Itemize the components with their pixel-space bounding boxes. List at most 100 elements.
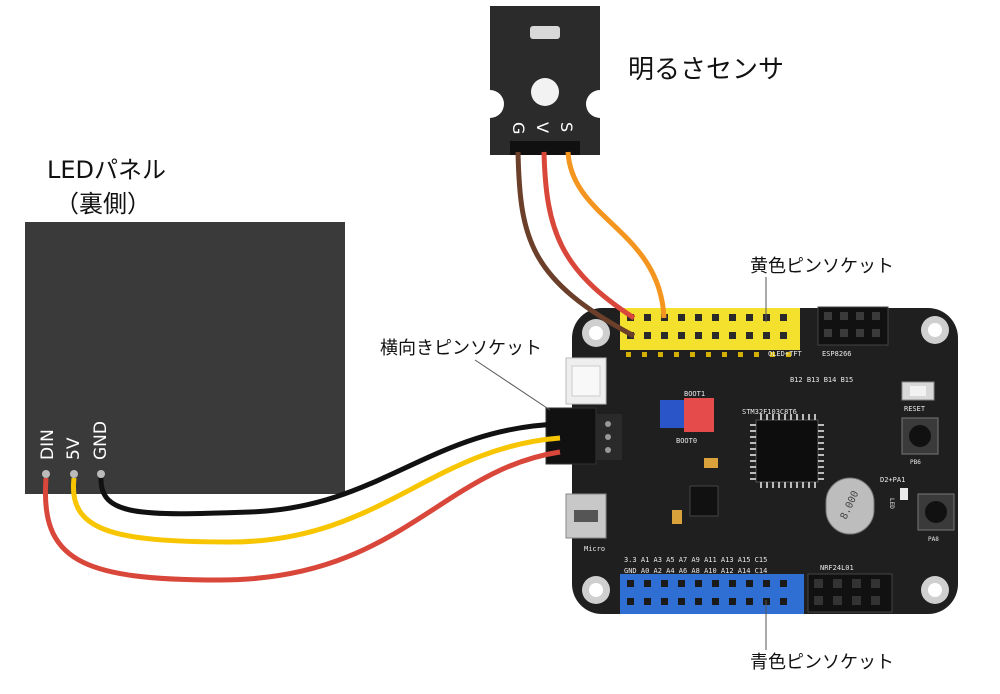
chip-pin xyxy=(750,466,756,468)
led-pin-din-label: DIN xyxy=(38,429,58,460)
socket-hole xyxy=(644,580,651,587)
nrf-socket-holes xyxy=(814,579,880,605)
socket-hole xyxy=(678,332,685,339)
crystal xyxy=(825,477,875,535)
chip-pin xyxy=(778,482,780,488)
wire-gnd-black xyxy=(98,421,561,517)
socket-hole xyxy=(780,598,787,605)
pa8-label: PA8 xyxy=(928,536,939,543)
socket-hole xyxy=(872,329,880,337)
socket-hole xyxy=(840,329,848,337)
micro-label: Micro xyxy=(584,545,605,553)
chip-pin xyxy=(814,414,816,420)
socket-hole xyxy=(833,579,842,588)
chip-pin xyxy=(802,482,804,488)
boot-jumper-red xyxy=(684,398,714,432)
sensor-pin-g-label: G xyxy=(509,122,528,134)
chip-pin xyxy=(808,482,810,488)
chip-pin xyxy=(818,442,824,444)
label-side-socket: 横向きピンソケット xyxy=(380,338,542,359)
socket-hole xyxy=(746,580,753,587)
nrf-label: NRF24L01 xyxy=(820,564,854,572)
chip-pin xyxy=(796,482,798,488)
socket-hole xyxy=(856,312,864,320)
chip-pin xyxy=(790,414,792,420)
socket-hole xyxy=(678,598,685,605)
boot0-label: BOOT0 xyxy=(676,437,697,445)
sensor-pin-s-label: S xyxy=(557,122,576,132)
socket-hole xyxy=(824,312,832,320)
socket-hole xyxy=(729,598,736,605)
socket-hole xyxy=(695,580,702,587)
socket-hole xyxy=(644,598,651,605)
chip-label: STM32F103C8T6 xyxy=(742,408,797,416)
socket-hole xyxy=(833,596,842,605)
chip-pin xyxy=(750,436,756,438)
male-pin-row xyxy=(626,352,791,357)
chip-pin xyxy=(750,424,756,426)
chip-pin xyxy=(814,482,816,488)
socket-hole xyxy=(690,352,695,357)
chip-pin xyxy=(818,466,824,468)
chip-pin xyxy=(750,442,756,444)
socket-hole xyxy=(722,352,727,357)
socket-hole xyxy=(678,580,685,587)
chip-pin xyxy=(750,460,756,462)
label-yellow-socket: 黄色ピンソケット xyxy=(750,256,894,277)
chip-pin xyxy=(750,448,756,450)
socket-hole xyxy=(712,332,719,339)
top-row-label: B12 B13 B14 B15 xyxy=(790,376,853,384)
label-sensor: 明るさセンサ xyxy=(628,55,784,85)
socket-hole xyxy=(780,580,787,587)
chip-pin xyxy=(818,460,824,462)
bottom-row1-label: 3.3 A1 A3 A5 A7 A9 A11 A13 A15 C15 xyxy=(624,556,767,564)
socket-hole xyxy=(658,352,663,357)
chip-pin xyxy=(772,414,774,420)
wire-s-orange xyxy=(565,151,667,319)
socket-hole xyxy=(729,314,736,321)
socket-hole xyxy=(871,596,880,605)
chip-pin xyxy=(818,454,824,456)
wire-din-red xyxy=(42,449,561,583)
sensor-pin-header xyxy=(510,141,580,155)
chip-pin xyxy=(808,414,810,420)
socket-hole xyxy=(814,596,823,605)
socket-hole xyxy=(661,580,668,587)
sensor-pin-v-label: V xyxy=(533,122,552,133)
voltage-regulator xyxy=(689,485,719,517)
socket-hole xyxy=(746,598,753,605)
chip-pin xyxy=(766,414,768,420)
socket-hole xyxy=(780,332,787,339)
esp8266-label: ESP8266 xyxy=(822,350,852,358)
socket-hole xyxy=(642,352,647,357)
chip-pin xyxy=(784,414,786,420)
chip-pin xyxy=(818,448,824,450)
led-pin-5v-label: 5V xyxy=(64,437,84,460)
pb6-label: PB6 xyxy=(910,459,921,466)
socket-hole xyxy=(627,580,634,587)
socket-hole xyxy=(695,314,702,321)
chip-pins xyxy=(750,414,824,488)
bottom-row2-label: GND A0 A2 A4 A6 A8 A10 A12 A14 C14 xyxy=(624,567,767,575)
chip-pin xyxy=(750,472,756,474)
socket-hole xyxy=(712,598,719,605)
socket-hole xyxy=(746,332,753,339)
socket-hole xyxy=(754,352,759,357)
chip-pin xyxy=(772,482,774,488)
socket-hole xyxy=(729,332,736,339)
socket-hole xyxy=(852,579,861,588)
chip-pin xyxy=(760,414,762,420)
socket-hole xyxy=(871,579,880,588)
wire-5v-yellow xyxy=(70,435,561,545)
socket-hole xyxy=(706,352,711,357)
led-pin-gnd-label: GND xyxy=(91,421,111,460)
socket-hole xyxy=(627,598,634,605)
sensor-mount-hole xyxy=(531,78,559,106)
socket-hole xyxy=(626,352,631,357)
stm32-chip xyxy=(755,419,819,483)
label-led-panel-back: （裏側） xyxy=(55,190,151,218)
led-label: LED xyxy=(888,498,895,509)
socket-hole xyxy=(840,312,848,320)
chip-pin xyxy=(818,436,824,438)
